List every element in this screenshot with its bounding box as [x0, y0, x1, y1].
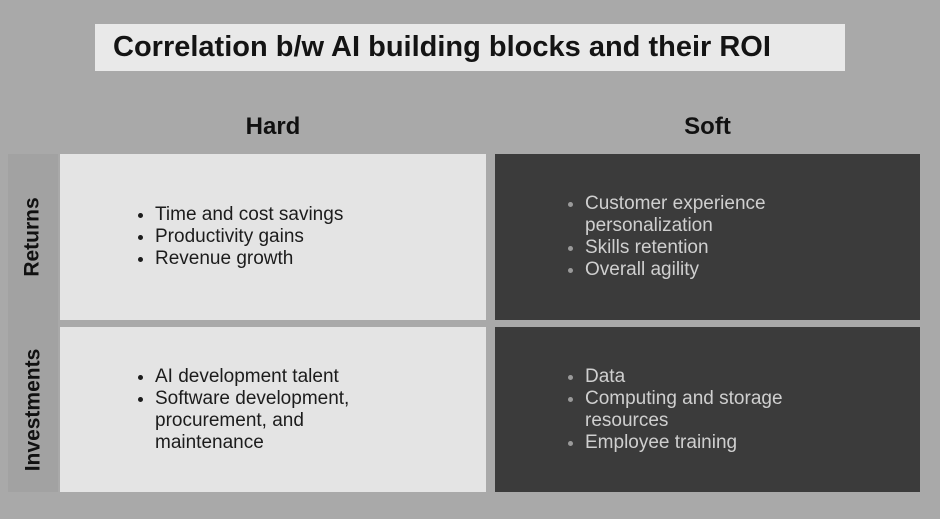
- row-label-returns-text: Returns: [21, 197, 45, 277]
- list-item: Customer experience personalization: [585, 193, 830, 237]
- list-item: AI development talent: [155, 366, 405, 388]
- list-item: Overall agility: [585, 259, 830, 281]
- row-label-strip: [8, 154, 58, 492]
- soft-investments-list: Data Computing and storage resources Emp…: [495, 366, 830, 454]
- row-label-investments: Investments: [8, 327, 58, 492]
- list-item: Employee training: [585, 432, 830, 454]
- list-item: Data: [585, 366, 830, 388]
- list-item: Software development, procurement, and m…: [155, 388, 405, 454]
- column-header-soft: Soft: [684, 113, 731, 140]
- quadrant-soft-returns: Customer experience personalization Skil…: [495, 154, 920, 320]
- soft-returns-list: Customer experience personalization Skil…: [495, 193, 830, 281]
- hard-returns-list: Time and cost savings Productivity gains…: [60, 204, 343, 270]
- hard-investments-list: AI development talent Software developme…: [60, 366, 405, 454]
- quadrant-hard-returns: Time and cost savings Productivity gains…: [60, 154, 486, 320]
- title-box: Correlation b/w AI building blocks and t…: [95, 24, 845, 71]
- list-item: Skills retention: [585, 237, 830, 259]
- list-item: Productivity gains: [155, 226, 343, 248]
- quadrant-soft-investments: Data Computing and storage resources Emp…: [495, 327, 920, 492]
- row-label-returns: Returns: [8, 154, 58, 320]
- list-item: Revenue growth: [155, 248, 343, 270]
- row-label-investments-text: Investments: [21, 348, 45, 471]
- page-title: Correlation b/w AI building blocks and t…: [113, 31, 771, 63]
- column-header-hard: Hard: [245, 113, 301, 140]
- list-item: Computing and storage resources: [585, 388, 830, 432]
- quadrant-hard-investments: AI development talent Software developme…: [60, 327, 486, 492]
- list-item: Time and cost savings: [155, 204, 343, 226]
